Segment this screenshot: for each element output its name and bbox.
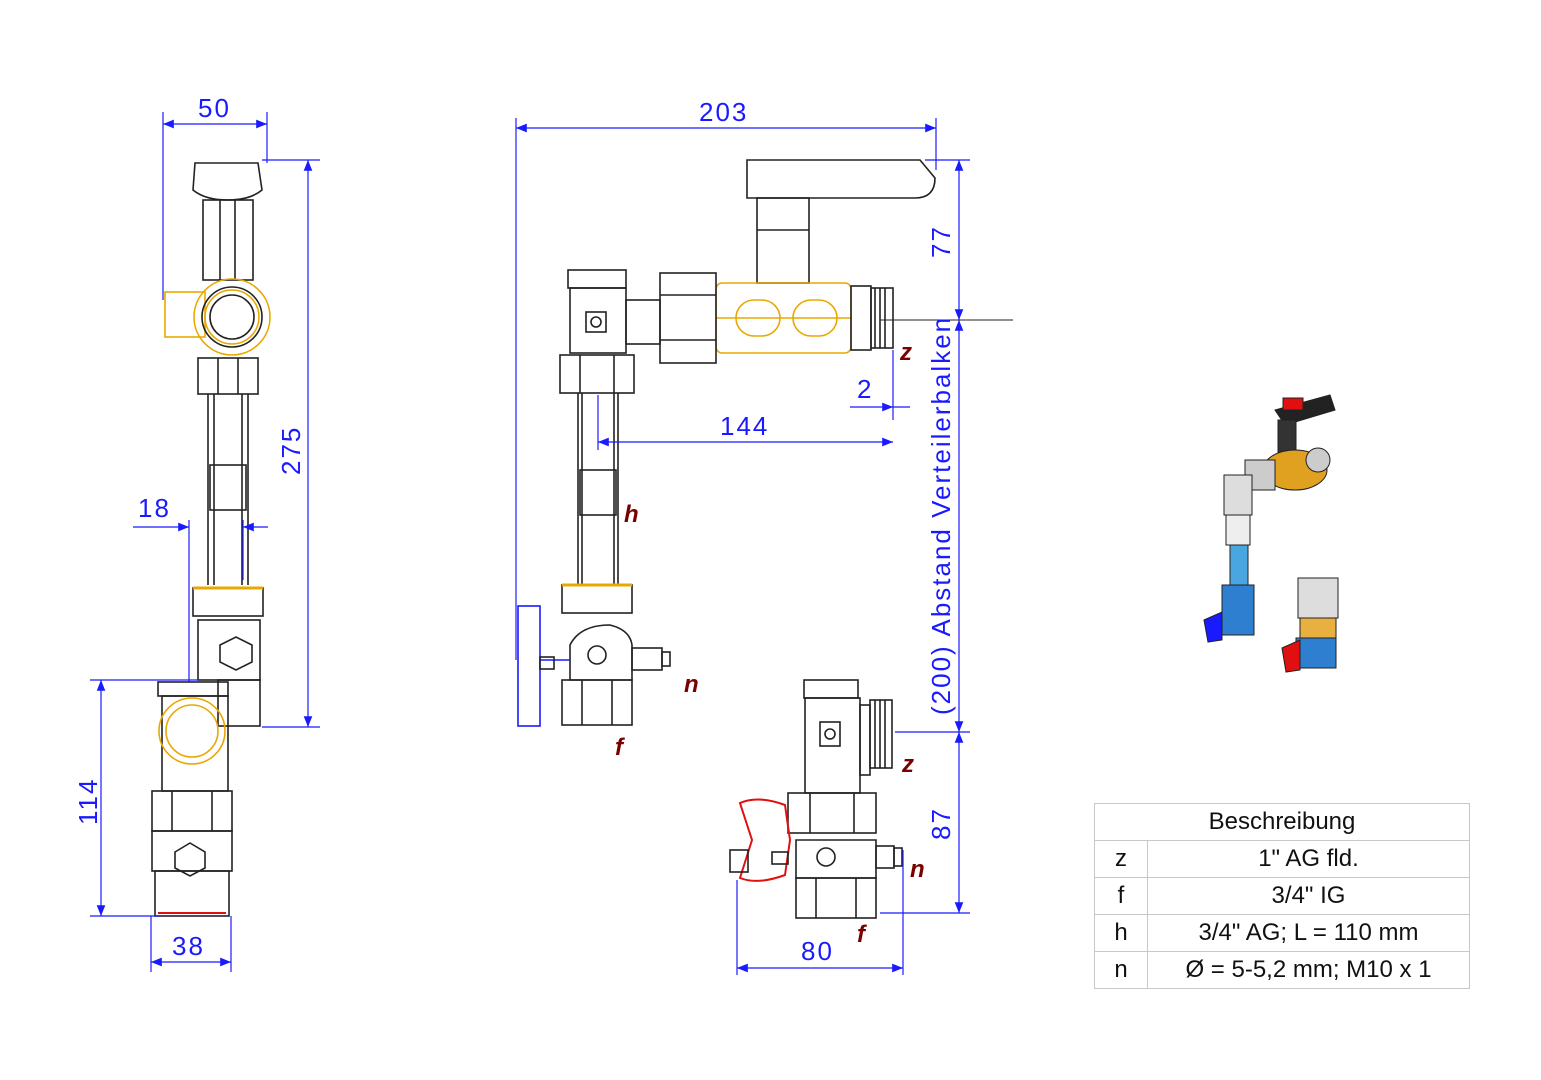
label-h: h	[624, 501, 639, 528]
dim-144: 144	[720, 411, 769, 441]
table-row: h 3/4" AG; L = 110 mm	[1094, 914, 1470, 952]
front-view	[517, 159, 936, 727]
table-cell-key: f	[1094, 877, 1148, 915]
label-n-bottom: n	[910, 856, 925, 883]
table-row: n Ø = 5-5,2 mm; M10 x 1	[1094, 951, 1470, 989]
dim-77: 77	[926, 225, 956, 258]
table-cell-key: z	[1094, 840, 1148, 878]
description-table: Beschreibung z 1" AG fld. f 3/4" IG h 3/…	[1094, 803, 1470, 989]
dim-275: 275	[276, 426, 306, 475]
dim-2: 2	[857, 374, 873, 404]
dim-114: 114	[73, 778, 103, 825]
detail-view	[729, 679, 903, 919]
label-n-top: n	[684, 671, 699, 698]
dim-38: 38	[172, 931, 205, 961]
table-cell-value: Ø = 5-5,2 mm; M10 x 1	[1147, 951, 1470, 989]
label-z-top: z	[899, 339, 912, 366]
dim-80: 80	[801, 936, 834, 966]
label-f-bottom: f	[857, 921, 867, 948]
table-cell-value: 3/4" IG	[1147, 877, 1470, 915]
table-cell-value: 3/4" AG; L = 110 mm	[1147, 914, 1470, 952]
table-cell-value: 1" AG fld.	[1147, 840, 1470, 878]
dim-200-abstand: (200) Abstand Verteilerbalken	[926, 316, 956, 715]
table-row: z 1" AG fld.	[1094, 840, 1470, 878]
table-cell-key: n	[1094, 951, 1148, 989]
isometric-view	[1203, 394, 1339, 673]
label-f-top: f	[615, 734, 625, 761]
dim-87: 87	[926, 807, 956, 840]
table-row: f 3/4" IG	[1094, 877, 1470, 915]
table-header: Beschreibung	[1094, 803, 1470, 841]
table-cell-key: h	[1094, 914, 1148, 952]
label-z-bottom: z	[901, 751, 914, 778]
side-view	[151, 162, 271, 917]
dim-18: 18	[138, 493, 171, 523]
dim-50: 50	[198, 93, 231, 123]
table-header-row: Beschreibung	[1094, 803, 1470, 841]
dimension-lines	[90, 112, 970, 975]
dim-203: 203	[699, 97, 748, 127]
